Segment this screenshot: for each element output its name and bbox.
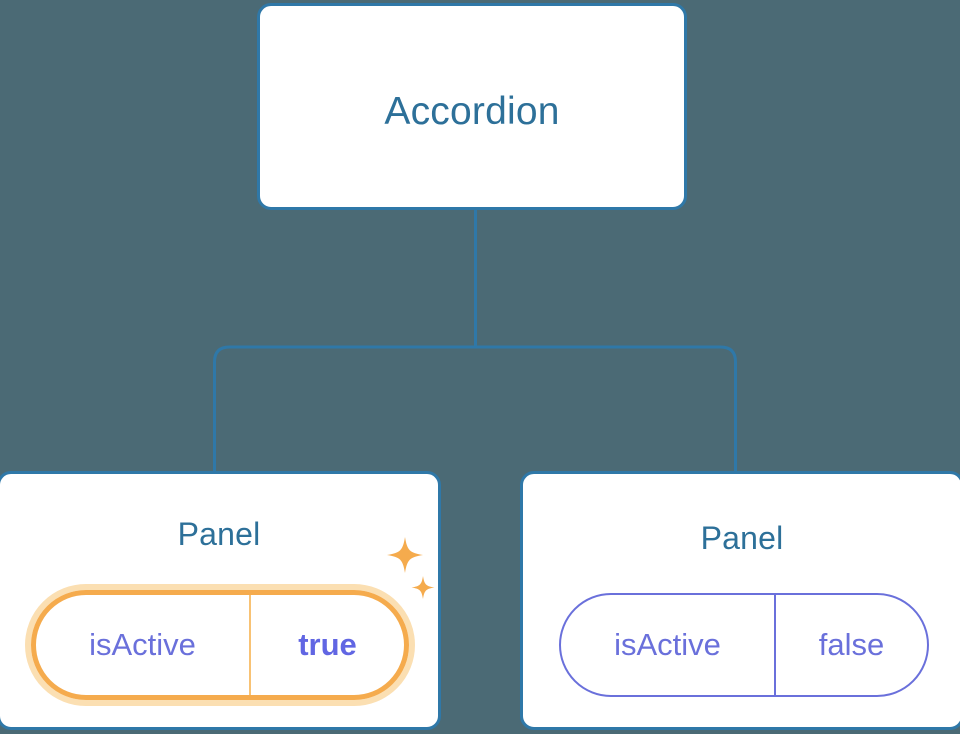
prop-pill-glow (25, 584, 415, 706)
prop-value-isactive: false (818, 627, 885, 662)
prop-pill-isactive-true[interactable]: isActive true (31, 590, 409, 700)
prop-key-isactive: isActive (561, 595, 776, 695)
connector-branch-bus (213, 345, 737, 472)
prop-key-isactive: isActive (36, 595, 251, 695)
node-panel-inactive[interactable]: Panel isActive false (520, 471, 960, 730)
prop-value-isactive: true (298, 627, 357, 662)
prop-pill-highlight-wrapper: isActive true (25, 584, 415, 706)
prop-pill-isactive-false[interactable]: isActive false (559, 593, 929, 697)
node-panel-active[interactable]: Panel isActive true (0, 471, 441, 730)
node-accordion[interactable]: Accordion (257, 3, 687, 210)
node-panel-active-title: Panel (177, 516, 261, 552)
node-accordion-title: Accordion (384, 90, 560, 133)
node-panel-inactive-title: Panel (700, 520, 784, 556)
